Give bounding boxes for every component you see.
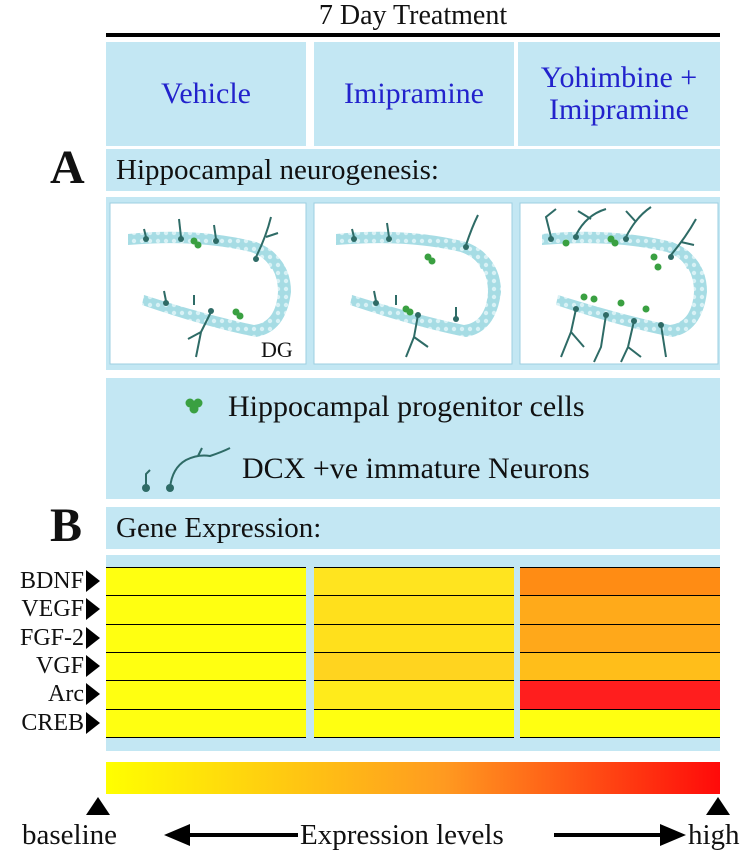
neurogenesis-panels: DG [109,202,719,365]
gene-label: VGF [35,653,84,680]
heatmap-cell [106,567,306,597]
heatmap-cell [314,595,514,626]
heatmap-cell [106,680,306,710]
gene-marker-icon [86,683,100,706]
expression-color-scale [106,762,720,794]
condition-header-band [106,42,720,146]
progenitor-cell-icon [185,398,203,414]
heatmap-cell [520,623,720,654]
left-arrow-icon [164,824,298,846]
neuron-legend-label: DCX +ve immature Neurons [242,452,590,485]
immature-neuron-icon [142,447,231,492]
heatmap-cell [520,567,720,597]
gene-expression-heatmap [106,567,720,739]
high-marker [706,797,730,815]
heatmap-cell [520,680,720,710]
gene-marker-icon [86,570,100,593]
section-b-label: Gene Expression: [106,507,720,549]
baseline-marker [86,797,110,815]
chart-title: 7 Day Treatment [318,0,508,31]
header-divider [514,42,518,146]
legend-band [106,378,720,499]
gene-label: BDNF [19,568,84,595]
section-a-letter: A [50,141,85,194]
heatmap-cell [106,595,306,626]
condition-vehicle: Vehicle [161,77,251,110]
heatmap-cell [106,708,306,739]
yohimbine-imipramine-dentate-gyrus-panel [519,202,719,365]
section-a-label: Hippocampal neurogenesis: [106,149,720,191]
gene-label: Arc [48,681,84,708]
heatmap-cell [314,680,514,710]
scale-low-label: baseline [22,819,118,851]
heatmap-cell [106,651,306,682]
gene-marker-icon [86,598,100,621]
right-arrow-icon [554,824,686,846]
title-rule [106,33,720,37]
vehicle-dentate-gyrus-panel: DG [109,202,307,365]
progenitor-legend-label: Hippocampal progenitor cells [228,390,585,423]
scale-high-label: high [688,819,740,851]
heatmap-cell [314,708,514,739]
heatmap-cell [520,595,720,626]
gene-label: VEGF [21,596,84,623]
condition-yohimbine-imipramine: Yohimbine + Imipramine [540,61,698,126]
heatmap-cell [106,623,306,654]
imipramine-dentate-gyrus-panel [313,202,513,365]
dg-label: DG [261,337,293,362]
gene-marker-icon [86,711,100,734]
heatmap-cell [314,651,514,682]
scale-title: Expression levels [300,819,504,851]
section-b-letter: B [50,499,83,552]
heatmap-cell [314,623,514,654]
gene-label: CREB [21,709,84,736]
gene-marker-icon [86,626,100,649]
header-divider [306,42,314,146]
heatmap-cell [520,708,720,739]
gene-marker-icon [86,655,100,678]
heatmap-cell [314,567,514,597]
condition-imipramine: Imipramine [344,77,484,110]
heatmap-cell [520,651,720,682]
gene-label: FGF-2 [19,624,84,651]
